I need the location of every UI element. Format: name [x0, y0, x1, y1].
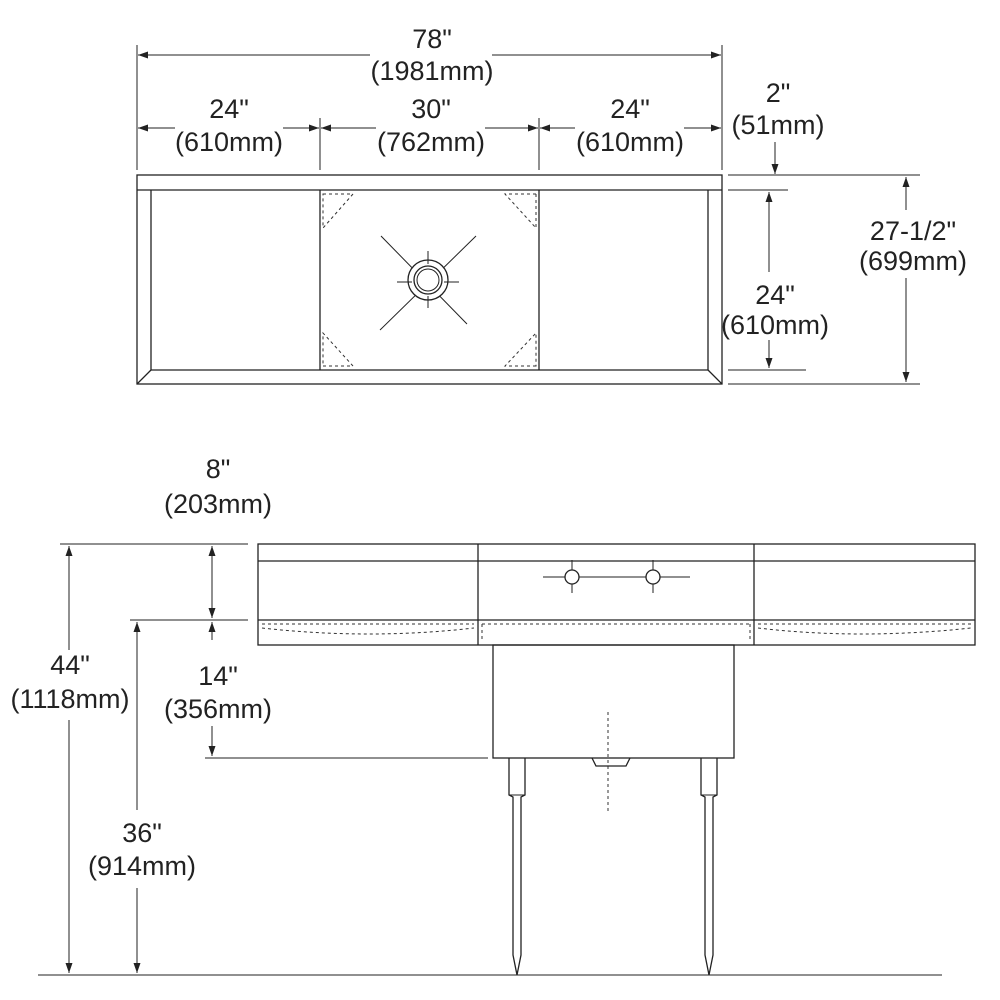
bowl-depth-dimension: 24" (610mm) — [721, 192, 829, 368]
sink-bowl — [492, 644, 735, 812]
bowl-height-dimension: 14" (356mm) — [164, 622, 272, 756]
top-view: 78" (1981mm) 24" (610mm) 30" (762mm) 24"… — [136, 24, 967, 385]
overall-height-in: 44" — [50, 650, 90, 680]
right-drainboard-mm: (610mm) — [576, 127, 684, 157]
drainboard-assembly — [257, 543, 976, 646]
bowl-corner-marks — [322, 193, 537, 367]
overall-depth-in: 27-1/2" — [870, 216, 956, 246]
faucet-holes — [543, 560, 690, 593]
sink-legs — [493, 757, 734, 976]
backsplash-depth-mm: (51mm) — [732, 110, 825, 140]
backsplash-height-mm: (203mm) — [164, 489, 272, 519]
overall-width-dimension: 78" (1981mm) — [138, 24, 721, 86]
bowl-height-mm: (356mm) — [164, 694, 272, 724]
bowl-height-in: 14" — [198, 661, 238, 691]
backsplash-depth-in: 2" — [766, 78, 791, 108]
overall-height-dimension: 44" (1118mm) — [10, 546, 130, 973]
overall-width-in: 78" — [412, 24, 452, 54]
front-view: 8" (203mm) 14" (356mm) 44" (1118mm) 36" … — [10, 454, 976, 976]
overall-width-mm: (1981mm) — [370, 56, 493, 86]
left-drainboard-in: 24" — [209, 94, 249, 124]
backsplash-depth-dimension: 2" (51mm) — [732, 78, 825, 174]
drain-icon — [379, 235, 477, 331]
backsplash-height-dimension: 8" (203mm) — [164, 454, 272, 618]
sink-plan-outline — [136, 174, 723, 385]
right-drainboard-in: 24" — [610, 94, 650, 124]
rim-height-in: 36" — [122, 818, 162, 848]
bowl-depth-in: 24" — [755, 280, 795, 310]
bowl-width-in: 30" — [411, 94, 451, 124]
overall-depth-dimension: 27-1/2" (699mm) — [859, 177, 967, 382]
left-drainboard-mm: (610mm) — [175, 127, 283, 157]
left-drainboard-dimension: 24" (610mm) — [138, 94, 319, 157]
bowl-width-dimension: 30" (762mm) — [321, 94, 538, 157]
rim-height-dimension: 36" (914mm) — [88, 622, 196, 973]
rim-height-mm: (914mm) — [88, 851, 196, 881]
right-drainboard-dimension: 24" (610mm) — [540, 94, 721, 157]
bowl-width-mm: (762mm) — [377, 127, 485, 157]
backsplash-height-in: 8" — [206, 454, 231, 484]
overall-height-mm: (1118mm) — [10, 684, 129, 714]
overall-depth-mm: (699mm) — [859, 246, 967, 276]
bowl-depth-mm: (610mm) — [721, 310, 829, 340]
